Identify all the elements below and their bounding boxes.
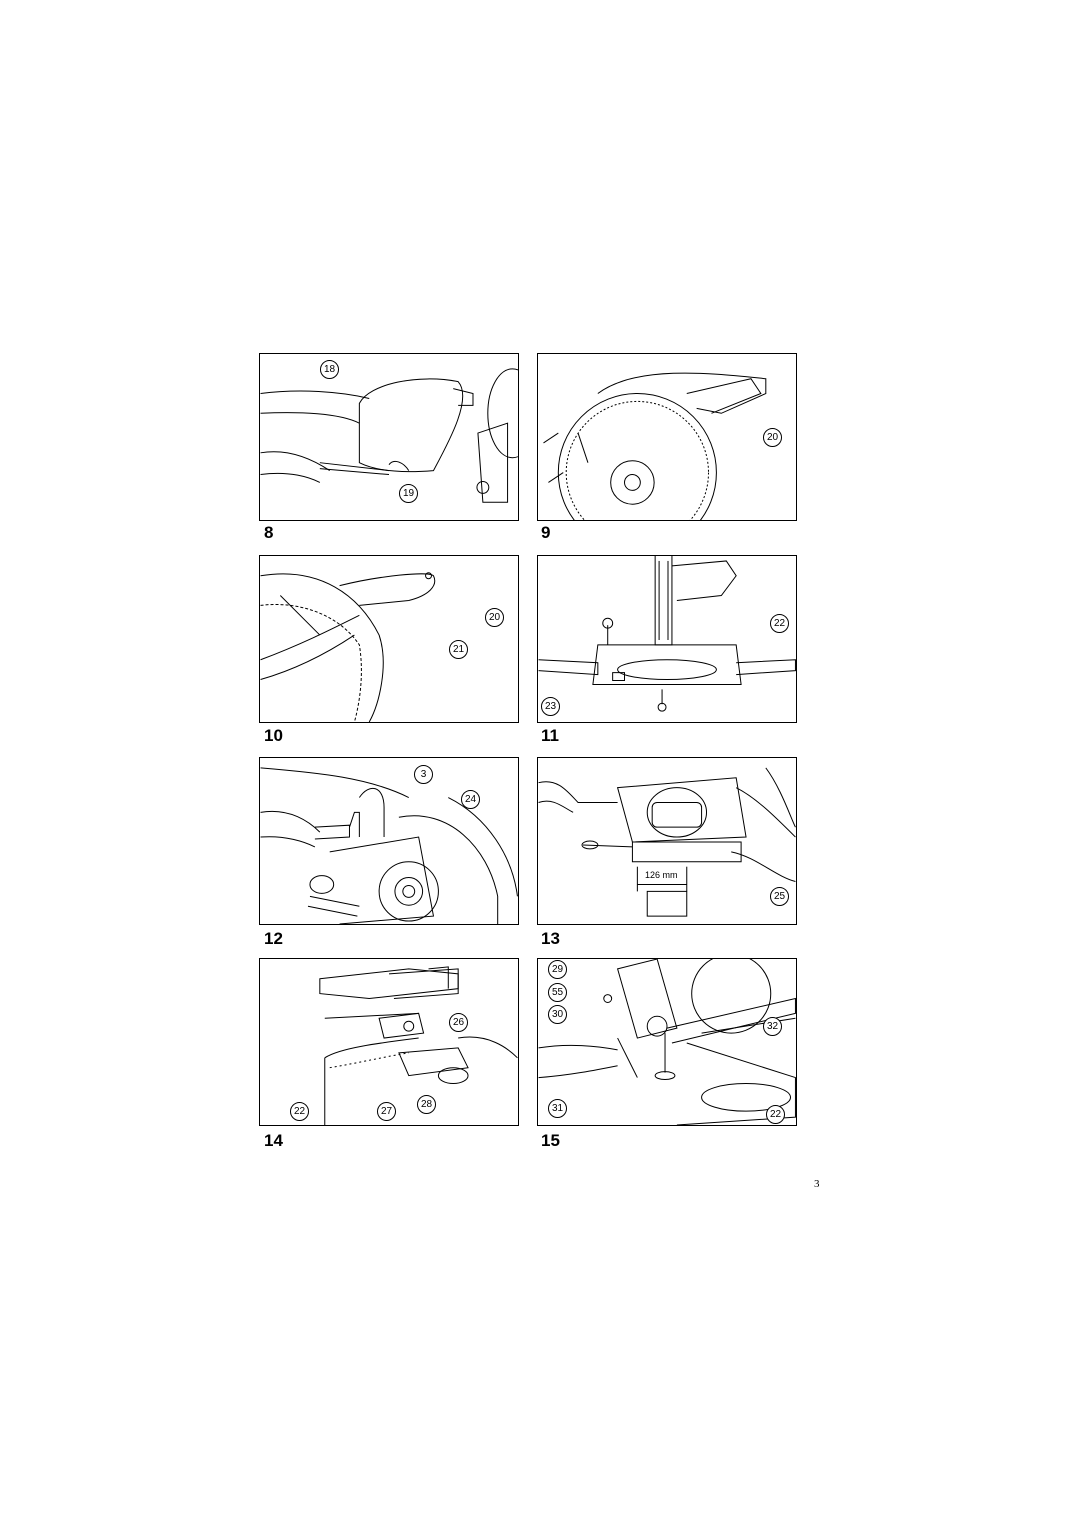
callout-30: 30 [548, 1005, 567, 1024]
callout-22: 22 [290, 1102, 309, 1121]
figure-15-illustration [537, 958, 797, 1126]
callout-18: 18 [320, 360, 339, 379]
figure-12-illustration [259, 757, 519, 925]
figure-14-illustration [259, 958, 519, 1126]
callout-27: 27 [377, 1102, 396, 1121]
callout-32: 32 [763, 1017, 782, 1036]
callout-19: 19 [399, 484, 418, 503]
callout-55: 55 [548, 983, 567, 1002]
figure-9-illustration [537, 353, 797, 521]
figure-10-number: 10 [264, 726, 283, 745]
callout-25: 25 [770, 887, 789, 906]
figure-12-number: 12 [264, 929, 283, 948]
callout-28: 28 [417, 1095, 436, 1114]
figure-13-number: 13 [541, 929, 560, 948]
callout-23: 23 [541, 697, 560, 716]
figure-8-number: 8 [264, 523, 274, 542]
figure-10-illustration [259, 555, 519, 723]
dimension-label: 126 mm [645, 870, 678, 880]
callout-24: 24 [461, 790, 480, 809]
callout-22: 22 [766, 1105, 785, 1124]
figure-15-number: 15 [541, 1131, 560, 1150]
callout-3: 3 [414, 765, 433, 784]
callout-21: 21 [449, 640, 468, 659]
figure-13-illustration [537, 757, 797, 925]
figure-11-number: 11 [541, 726, 559, 745]
page-number: 3 [814, 1178, 820, 1190]
callout-29: 29 [548, 960, 567, 979]
figure-11-illustration [537, 555, 797, 723]
figure-8-illustration [259, 353, 519, 521]
callout-26: 26 [449, 1013, 468, 1032]
callout-20: 20 [485, 608, 504, 627]
figure-9-number: 9 [541, 523, 551, 542]
figure-14-number: 14 [264, 1131, 283, 1150]
callout-22: 22 [770, 614, 789, 633]
callout-20: 20 [763, 428, 782, 447]
callout-31: 31 [548, 1099, 567, 1118]
